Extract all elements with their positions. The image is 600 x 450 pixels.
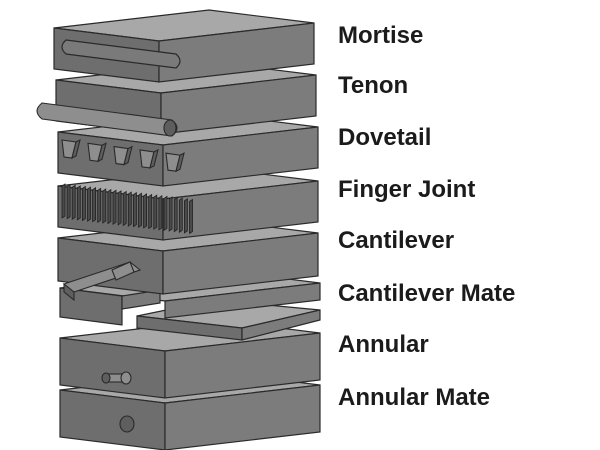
finger-fin <box>143 193 148 229</box>
finger-fin <box>189 198 193 235</box>
label-finger-joint: Finger Joint <box>338 176 476 203</box>
finger-fin <box>61 183 66 219</box>
finger-fin <box>158 195 163 231</box>
finger-fin <box>117 190 122 226</box>
dovetail-tooth-face <box>123 145 133 166</box>
finger-fin <box>138 192 142 229</box>
plate-finger-joint <box>57 167 319 241</box>
finger-fin <box>92 186 96 223</box>
label-cantilever-mate: Cantilever Mate <box>338 280 516 307</box>
dovetail-tooth-face <box>97 142 107 163</box>
dovetail-tooth-face <box>175 152 185 173</box>
finger-fin <box>173 196 178 233</box>
finger-fin <box>148 193 153 230</box>
plate-mortise <box>53 9 315 83</box>
finger-fin <box>71 184 76 220</box>
finger-joint-fins <box>61 183 193 235</box>
finger-fin <box>112 189 117 225</box>
finger-fin <box>122 190 127 227</box>
finger-fin <box>132 191 137 228</box>
dovetail-tooth-face <box>71 138 81 160</box>
joint-stack-illustration <box>36 9 321 450</box>
finger-fin <box>87 186 91 222</box>
finger-fin <box>153 194 158 230</box>
finger-fin <box>82 185 86 222</box>
dovetail-tooth-face <box>149 148 159 169</box>
mortise-slot <box>61 39 181 69</box>
finger-fin <box>66 183 71 220</box>
label-annular-mate: Annular Mate <box>338 384 491 411</box>
finger-fin <box>178 197 183 234</box>
annular-hole <box>119 415 135 433</box>
finger-fin <box>183 198 188 234</box>
finger-fin <box>163 195 168 232</box>
finger-fin <box>107 188 112 225</box>
label-cantilever: Cantilever <box>338 227 455 254</box>
label-dovetail: Dovetail <box>338 124 432 151</box>
label-annular: Annular <box>338 331 429 358</box>
label-tenon: Tenon <box>338 72 409 99</box>
finger-fin <box>97 187 102 224</box>
finger-fin <box>76 185 81 221</box>
finger-fin <box>168 196 173 232</box>
label-mortise: Mortise <box>338 22 424 49</box>
finger-fin <box>127 191 132 227</box>
dovetail-teeth <box>61 138 185 173</box>
finger-fin <box>102 188 107 224</box>
